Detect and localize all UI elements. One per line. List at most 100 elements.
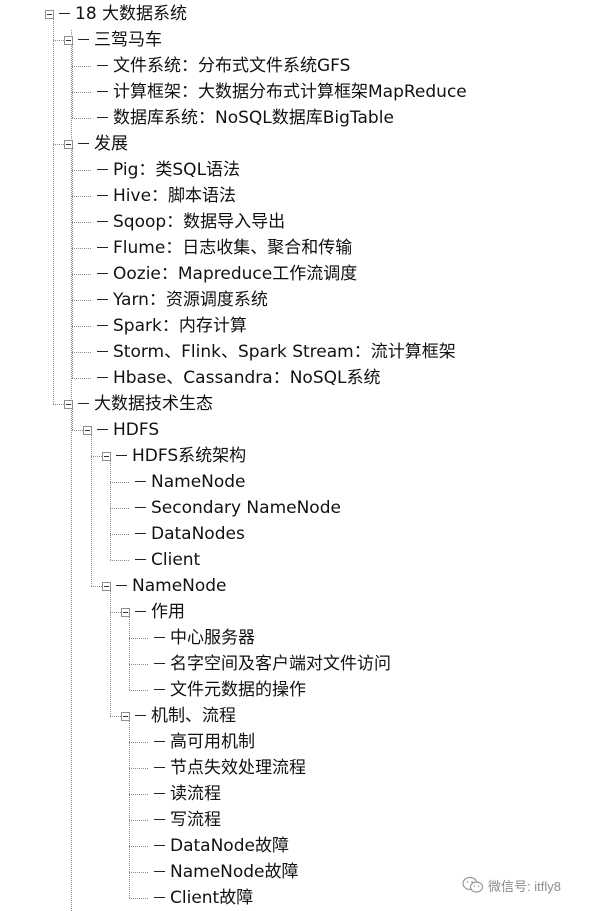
tree-node-label[interactable]: Yarn：资源调度系统: [113, 290, 268, 310]
tree-node-label[interactable]: 数据库系统：NoSQL数据库BigTable: [113, 108, 394, 128]
tree-branch-line: [72, 92, 91, 93]
tree-node-label[interactable]: HDFS: [113, 420, 160, 440]
tree-node-dash: [97, 65, 108, 66]
tree-node-label[interactable]: Spark：内存计算: [113, 316, 247, 336]
tree-node-label[interactable]: 发展: [94, 134, 128, 154]
collapse-toggle-icon[interactable]: [121, 608, 130, 617]
collapse-toggle-icon[interactable]: [121, 712, 130, 721]
tree-node-label[interactable]: 机制、流程: [151, 706, 236, 726]
tree-connector-line: [91, 435, 92, 586]
tree-node-dash: [97, 351, 108, 352]
tree-node-dash: [116, 455, 127, 456]
watermark-text: 微信号: itfly8: [488, 878, 561, 894]
tree-node-label[interactable]: 18 大数据系统: [75, 4, 188, 24]
tree-node-label[interactable]: 高可用机制: [170, 732, 255, 752]
tree-node-label[interactable]: Sqoop：数据导入导出: [113, 212, 286, 232]
tree-node-dash: [97, 221, 108, 222]
tree-node-dash: [154, 819, 165, 820]
tree-branch-line: [72, 378, 91, 379]
tree-node-dash: [154, 793, 165, 794]
tree-connector-line: [129, 721, 130, 898]
tree-node-label[interactable]: 文件系统：分布式文件系统GFS: [113, 56, 351, 76]
tree-node-label[interactable]: HDFS系统架构: [132, 446, 247, 466]
tree-branch-line: [110, 612, 125, 613]
tree-branch-line: [110, 508, 129, 509]
tree-node-label[interactable]: NameNode: [132, 576, 227, 596]
collapse-toggle-icon[interactable]: [45, 10, 54, 19]
tree-node-dash: [154, 741, 165, 742]
tree-branch-line: [72, 222, 91, 223]
tree-node-label[interactable]: Secondary NameNode: [151, 498, 341, 518]
tree-node-label[interactable]: Client: [151, 550, 201, 570]
tree-branch-line: [72, 430, 87, 431]
tree-branch-line: [110, 716, 125, 717]
tree-node-dash: [97, 117, 108, 118]
tree-node-label[interactable]: 名字空间及客户端对文件访问: [170, 654, 391, 674]
tree-node-label[interactable]: Hive：脚本语法: [113, 186, 237, 206]
tree-branch-line: [129, 872, 148, 873]
collapse-toggle-icon[interactable]: [64, 400, 73, 409]
tree-node-dash: [78, 143, 89, 144]
tree-node-label[interactable]: 作用: [151, 602, 185, 622]
tree-branch-line: [129, 768, 148, 769]
tree-node-label[interactable]: 节点失效处理流程: [170, 758, 306, 778]
tree-node-label[interactable]: Flume：日志收集、聚合和传输: [113, 238, 353, 258]
tree-node-label[interactable]: 大数据技术生态: [94, 394, 213, 414]
collapse-toggle-icon[interactable]: [83, 426, 92, 435]
tree-branch-line: [72, 326, 91, 327]
tree-node-dash: [97, 169, 108, 170]
tree-node-label[interactable]: Storm、Flink、Spark Stream：流计算框架: [113, 342, 456, 362]
tree-node-label[interactable]: 文件元数据的操作: [170, 680, 306, 700]
tree-node-label[interactable]: 写流程: [170, 810, 221, 830]
collapse-toggle-icon[interactable]: [102, 452, 111, 461]
tree-node-dash: [97, 325, 108, 326]
tree-node-label[interactable]: 计算框架：大数据分布式计算框架MapReduce: [113, 82, 467, 102]
tree-node-dash: [78, 39, 89, 40]
tree-node-label[interactable]: 中心服务器: [170, 628, 255, 648]
tree-node-label[interactable]: DataNode故障: [170, 836, 289, 856]
tree-node-dash: [116, 585, 127, 586]
tree-branch-line: [129, 820, 148, 821]
tree-node-label[interactable]: 读流程: [170, 784, 221, 804]
tree-node-label[interactable]: Pig：类SQL语法: [113, 160, 241, 180]
tree-connector-line: [129, 617, 130, 690]
tree-connector-line: [72, 149, 73, 378]
tree-node-dash: [97, 429, 108, 430]
tree-node-label[interactable]: Oozie：Mapreduce工作流调度: [113, 264, 358, 284]
tree-branch-line: [72, 352, 91, 353]
tree-node-dash: [154, 663, 165, 664]
tree-node-dash: [59, 13, 70, 14]
tree-branch-line: [72, 248, 91, 249]
tree-node-dash: [78, 403, 89, 404]
tree-node-label[interactable]: NameNode故障: [170, 862, 299, 882]
tree-node-label[interactable]: Hbase、Cassandra：NoSQL系统: [113, 368, 381, 388]
tree-node-dash: [135, 481, 146, 482]
tree-node-label[interactable]: 三驾马车: [94, 30, 162, 50]
tree-node-label[interactable]: Client故障: [170, 888, 254, 908]
tree-node-dash: [97, 91, 108, 92]
tree-branch-line: [72, 118, 91, 119]
tree-node-dash: [154, 845, 165, 846]
tree-node-label[interactable]: NameNode: [151, 472, 246, 492]
tree-node-dash: [154, 637, 165, 638]
tree-node-dash: [135, 507, 146, 508]
tree-branch-line: [129, 638, 148, 639]
tree-branch-line: [129, 846, 148, 847]
tree-node-dash: [135, 533, 146, 534]
tree-branch-line: [72, 66, 91, 67]
collapse-toggle-icon[interactable]: [64, 140, 73, 149]
tree-node-dash: [97, 273, 108, 274]
tree-connector-line: [110, 461, 111, 560]
tree-node-label[interactable]: DataNodes: [151, 524, 245, 544]
tree-branch-line: [72, 196, 91, 197]
tree-branch-line: [72, 170, 91, 171]
watermark: 微信号: itfly8: [462, 874, 561, 896]
tree-branch-line: [129, 664, 148, 665]
tree-node-dash: [97, 299, 108, 300]
tree-node-dash: [154, 689, 165, 690]
tree-connector-line: [72, 45, 73, 118]
collapse-toggle-icon[interactable]: [102, 582, 111, 591]
tree-connector-line: [53, 19, 54, 404]
collapse-toggle-icon[interactable]: [64, 36, 73, 45]
